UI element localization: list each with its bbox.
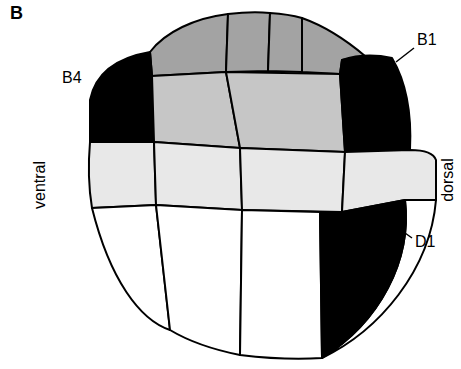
panel-letter: B <box>10 4 23 22</box>
cell-label: B1 <box>417 32 437 48</box>
cell-label: D1 <box>415 234 435 250</box>
leader-line <box>398 228 412 238</box>
leader-line <box>396 48 414 62</box>
axis-label: ventral <box>32 161 48 209</box>
axis-label: dorsal <box>440 158 456 202</box>
cell-label: B4 <box>62 70 82 86</box>
